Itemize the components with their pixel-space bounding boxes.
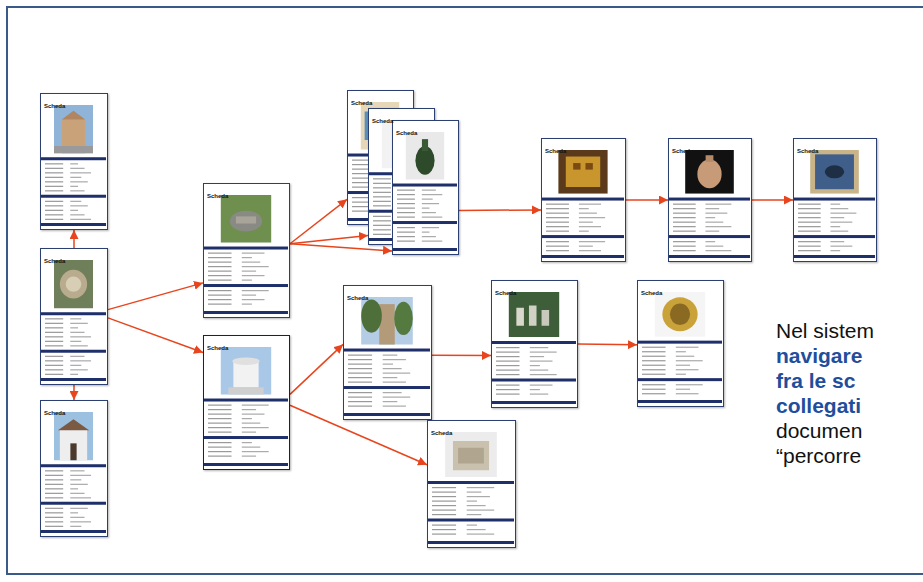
card-illustration — [669, 139, 750, 260]
record-card: Scheda — [40, 248, 108, 385]
record-card: Scheda — [203, 183, 290, 318]
card-table — [344, 349, 430, 416]
description-text: documen — [776, 418, 862, 443]
card-header: Scheda — [207, 345, 228, 352]
card-photo — [54, 105, 93, 153]
card-header: Scheda — [672, 148, 693, 155]
record-card: Scheda — [40, 400, 108, 537]
card-header: Scheda — [431, 430, 452, 437]
card-illustration — [393, 121, 457, 253]
card-table — [794, 198, 875, 258]
card-illustration — [794, 139, 875, 260]
link-arrow — [108, 318, 203, 353]
card-photo — [361, 297, 413, 345]
link-arrow — [578, 343, 637, 345]
link-arrow — [290, 235, 368, 243]
card-header: Scheda — [347, 295, 368, 302]
record-card: Scheda — [427, 420, 516, 548]
card-photo — [655, 292, 705, 337]
link-arrow — [73, 230, 75, 248]
description-text: collegati — [776, 393, 861, 418]
card-photo — [509, 292, 559, 337]
card-header: Scheda — [44, 258, 65, 265]
card-table — [428, 481, 514, 544]
card-table — [41, 464, 106, 533]
record-card: Scheda — [203, 335, 290, 470]
record-card: Scheda — [392, 120, 459, 255]
card-table — [638, 341, 722, 403]
card-photo — [54, 260, 93, 308]
card-illustration — [41, 94, 106, 228]
card-header: Scheda — [207, 193, 228, 200]
card-illustration — [204, 184, 288, 316]
card-table — [492, 341, 576, 404]
card-table — [669, 198, 750, 258]
card-header: Scheda — [641, 290, 662, 297]
record-card: Scheda — [491, 280, 578, 408]
record-card: Scheda — [343, 285, 432, 420]
card-header: Scheda — [351, 100, 372, 107]
description-text: fra le sc — [776, 368, 855, 393]
card-illustration — [638, 281, 722, 405]
card-illustration — [492, 281, 576, 406]
card-illustration — [344, 286, 430, 418]
card-table — [41, 312, 106, 381]
card-photo — [558, 150, 607, 194]
link-arrow — [626, 199, 668, 201]
card-table — [204, 247, 288, 314]
link-arrow — [459, 209, 541, 211]
description-text: “percorre — [776, 443, 861, 468]
card-illustration — [428, 421, 514, 546]
record-card: Scheda — [541, 138, 626, 262]
card-illustration — [41, 249, 106, 383]
card-illustration — [204, 336, 288, 468]
record-card: Scheda — [40, 93, 108, 230]
card-header: Scheda — [372, 118, 393, 125]
card-table — [204, 399, 288, 466]
card-header: Scheda — [797, 148, 818, 155]
card-photo — [810, 150, 859, 194]
link-arrow — [432, 354, 491, 356]
record-card: Scheda — [668, 138, 752, 262]
card-photo — [221, 195, 271, 243]
link-arrow — [108, 283, 203, 310]
link-arrow — [73, 385, 75, 400]
record-card: Scheda — [793, 138, 877, 262]
record-card: Scheda — [637, 280, 724, 407]
card-photo — [54, 412, 93, 460]
description-text: Nel sistem — [776, 318, 874, 343]
card-header: Scheda — [44, 410, 65, 417]
link-arrow — [290, 199, 347, 243]
description-text: navigare — [776, 343, 862, 368]
card-header: Scheda — [44, 103, 65, 110]
card-header: Scheda — [396, 130, 417, 137]
card-header: Scheda — [545, 148, 566, 155]
link-arrow — [290, 344, 343, 394]
card-illustration — [41, 401, 106, 535]
card-table — [393, 184, 457, 251]
card-table — [41, 157, 106, 226]
card-illustration — [542, 139, 624, 260]
card-table — [542, 198, 624, 258]
card-photo — [685, 150, 734, 194]
card-photo — [445, 432, 497, 477]
card-photo — [406, 132, 444, 180]
frame-border — [7, 7, 923, 574]
link-arrow — [752, 199, 793, 201]
card-photo — [221, 347, 271, 395]
card-header: Scheda — [495, 290, 516, 297]
